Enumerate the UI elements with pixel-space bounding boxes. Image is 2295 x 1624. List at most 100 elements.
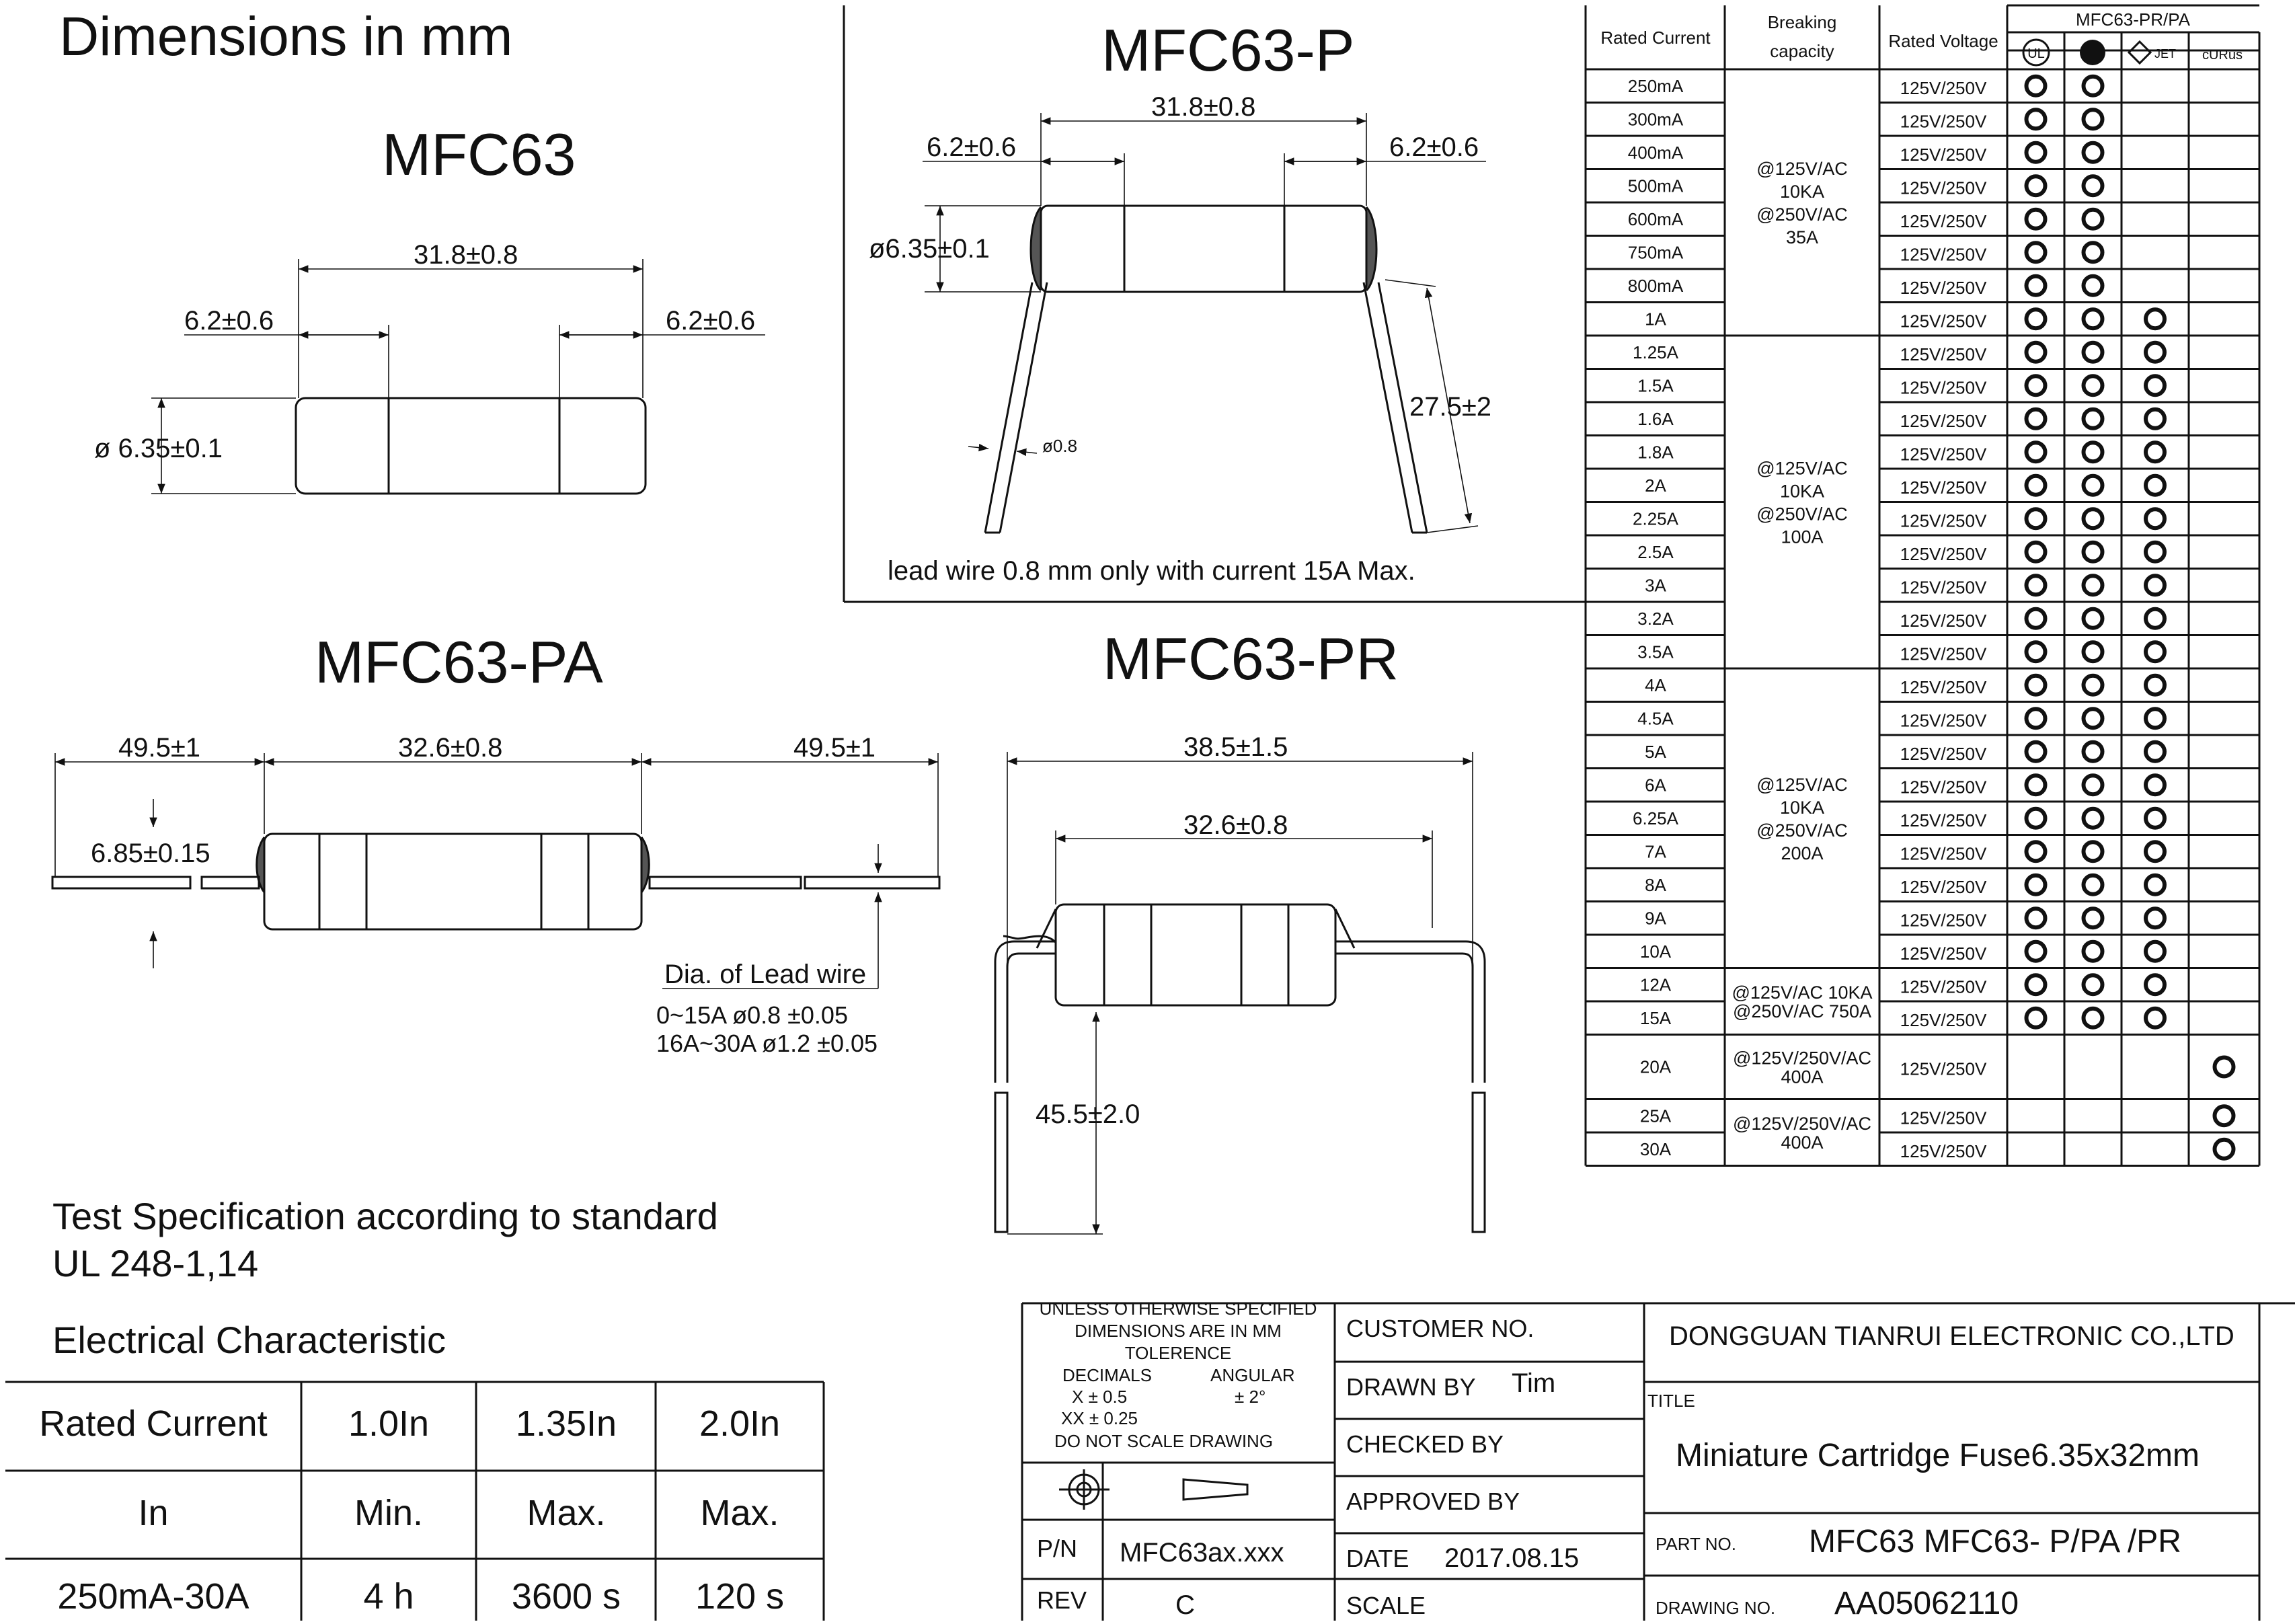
mfc63-body — [295, 397, 647, 495]
approval-mark-circle — [2081, 906, 2105, 930]
mfc63-pa-title: MFC63-PA — [315, 629, 603, 695]
rated-voltage-cell: 125V/250V — [1900, 810, 1987, 830]
scale-label: SCALE — [1346, 1592, 1426, 1619]
mfc63-pr-body-length-dim: 32.6±0.8 — [1183, 810, 1288, 840]
test-spec-line-2: UL 248-1,14 — [52, 1242, 258, 1284]
mfc63-pa-body — [263, 833, 643, 931]
mfc63-p-note: lead wire 0.8 mm only with current 15A M… — [888, 556, 1415, 586]
rated-voltage-cell: 125V/250V — [1900, 278, 1987, 298]
datum-symbol — [1059, 1469, 1249, 1510]
header-approvals-group: MFC63-PR/PA — [2076, 9, 2191, 30]
rated-voltage-cell: 125V/250V — [1900, 910, 1987, 930]
title-block-grid — [1021, 1302, 2295, 1621]
breaking-capacity-line: 10KA — [1780, 481, 1824, 502]
ccc-mark-icon — [2080, 40, 2105, 65]
header-rated-current: Rated Current — [1600, 28, 1711, 48]
mfc63-pa-body-length-dim: 32.6±0.8 — [398, 733, 502, 763]
approval-mark-circle — [2081, 840, 2105, 863]
x-tolerance: X ± 0.5 — [1072, 1387, 1127, 1407]
approval-mark-circle — [2024, 274, 2048, 297]
approval-mark-circle — [2024, 707, 2048, 730]
electrical-cell: In — [138, 1493, 168, 1533]
approval-mark-circle — [2081, 574, 2105, 597]
approval-mark-circle — [2024, 873, 2048, 896]
approval-mark-circle — [2081, 740, 2105, 763]
approval-mark-circle — [2081, 873, 2105, 896]
approval-mark-circle — [2144, 973, 2167, 997]
approval-mark-circle — [2024, 607, 2048, 630]
approval-mark-circle — [2144, 640, 2167, 664]
rated-voltage-cell: 125V/250V — [1900, 411, 1987, 431]
approval-mark-circle — [2024, 740, 2048, 763]
approval-mark-circle — [2024, 973, 2048, 997]
electrical-heading: Electrical Characteristic — [52, 1319, 446, 1361]
breaking-capacity-line: @125V/AC 10KA — [1732, 982, 1872, 1003]
approval-mark-circle — [2081, 374, 2105, 397]
rated-current-cell: 500mA — [1628, 176, 1684, 196]
approval-mark-circle — [2144, 673, 2167, 697]
approval-mark-circle — [2081, 241, 2105, 264]
approval-mark-circle — [2081, 274, 2105, 297]
approval-mark-circle — [2144, 773, 2167, 797]
rated-current-cell: 3.2A — [1637, 609, 1674, 629]
approval-mark-circle — [2144, 507, 2167, 531]
rated-current-cell: 600mA — [1628, 209, 1684, 229]
rated-current-cell: 3.5A — [1637, 642, 1674, 662]
approval-mark-circle — [2212, 1055, 2236, 1079]
rated-voltage-cell: 125V/250V — [1900, 311, 1987, 331]
rated-voltage-cell: 125V/250V — [1900, 145, 1987, 165]
rated-voltage-cell: 125V/250V — [1900, 510, 1987, 531]
drawn-by-label: DRAWN BY — [1346, 1373, 1476, 1401]
header-rated-voltage: Rated Voltage — [1888, 31, 1998, 51]
rated-current-cell: 25A — [1640, 1106, 1672, 1126]
rated-voltage-cell: 125V/250V — [1900, 544, 1987, 564]
rated-current-cell: 30A — [1640, 1139, 1672, 1159]
approval-mark-circle — [2144, 440, 2167, 464]
breaking-capacity-line: 100A — [1781, 527, 1823, 547]
breaking-capacity-line: 200A — [1781, 843, 1823, 863]
rated-current-cell: 8A — [1645, 875, 1666, 895]
rated-current-cell: 1.25A — [1633, 342, 1679, 362]
approval-mark-circle — [2144, 374, 2167, 397]
company-name: DONGGUAN TIANRUI ELECTRONIC CO.,LTD — [1669, 1321, 2234, 1351]
rated-voltage-cell: 125V/250V — [1900, 178, 1987, 198]
rated-current-cell: 6A — [1645, 775, 1666, 795]
approval-mark-circle — [2081, 673, 2105, 697]
rated-current-cell: 5A — [1645, 742, 1666, 762]
rated-voltage-cell: 125V/250V — [1900, 211, 1987, 231]
mfc63-drawing — [151, 259, 765, 495]
approval-mark-circle — [2081, 540, 2105, 564]
breaking-capacity-line: @125V/250V/AC — [1733, 1048, 1871, 1069]
curus-mark-icon: cURus — [2202, 48, 2243, 63]
rated-voltage-cell: 125V/250V — [1900, 1108, 1987, 1128]
electrical-cell: Max. — [527, 1493, 605, 1533]
approval-mark-circle — [2144, 607, 2167, 630]
mfc63-p-body — [1040, 204, 1368, 293]
rated-current-cell: 7A — [1645, 841, 1666, 861]
approval-mark-circle — [2081, 108, 2105, 131]
mfc63-p-lead-length-dim: 27.5±2 — [1409, 392, 1491, 422]
approval-mark-circle — [2144, 939, 2167, 963]
approval-mark-circle — [2081, 473, 2105, 497]
mfc63-p-drawing — [923, 113, 1486, 534]
mfc63-pr-lead-height-dim: 45.5±2.0 — [1036, 1099, 1140, 1129]
mfc63-cap-right-dim: 6.2±0.6 — [666, 306, 755, 336]
mfc63-p-lead-dia-dim: ø0.8 — [1042, 436, 1077, 456]
decimals-label: DECIMALS — [1062, 1365, 1152, 1385]
approval-mark-circle — [2081, 174, 2105, 198]
approval-mark-circle — [2024, 374, 2048, 397]
electrical-cell: 1.35In — [516, 1403, 617, 1444]
approval-mark-circle — [2144, 906, 2167, 930]
approval-mark-circle — [2081, 640, 2105, 664]
approval-mark-circle — [2144, 407, 2167, 430]
rated-voltage-cell: 125V/250V — [1900, 611, 1987, 631]
rated-voltage-cell: 125V/250V — [1900, 344, 1987, 364]
angular-label: ANGULAR — [1210, 1365, 1295, 1385]
electrical-cell: 250mA-30A — [57, 1576, 249, 1617]
approval-mark-circle — [2024, 773, 2048, 797]
rated-current-cell: 2.5A — [1637, 542, 1674, 562]
approval-mark-circle — [2081, 773, 2105, 797]
